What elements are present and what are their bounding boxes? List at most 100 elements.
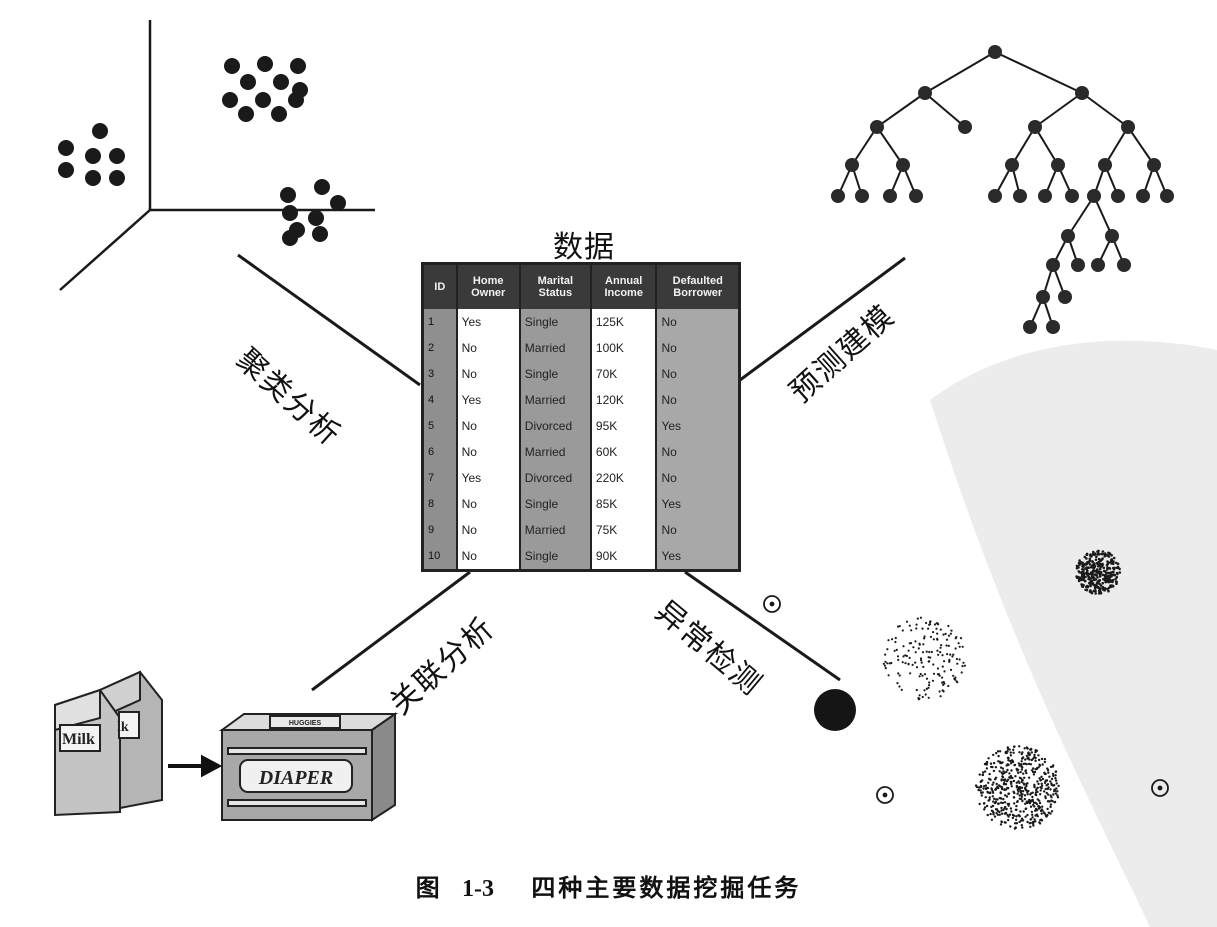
scatter-point xyxy=(1084,588,1087,592)
scatter-point xyxy=(1029,805,1033,808)
scatter-point xyxy=(1018,745,1021,748)
scatter-point xyxy=(981,771,985,774)
scatter-point xyxy=(1010,780,1013,784)
table-cell: No xyxy=(656,361,741,387)
table-cell: Yes xyxy=(656,491,741,517)
scatter-point xyxy=(1007,778,1010,781)
scatter-point xyxy=(1033,755,1036,759)
scatter-point xyxy=(1049,812,1052,815)
table-cell: No xyxy=(656,335,741,361)
scatter-point xyxy=(1041,777,1045,781)
scatter-point xyxy=(1043,771,1046,774)
scatter-point xyxy=(925,650,928,653)
table-cell: Yes xyxy=(456,465,521,491)
scatter-point xyxy=(921,674,924,677)
scatter-point xyxy=(1041,763,1044,766)
scatter-point xyxy=(911,663,914,667)
table-cell: 75K xyxy=(590,517,658,543)
scatter-point xyxy=(908,656,911,660)
scatter-point xyxy=(1052,774,1055,778)
scatter-point xyxy=(981,773,985,777)
scatter-point xyxy=(943,670,946,673)
scatter-point xyxy=(898,685,901,688)
scatter-point xyxy=(1115,580,1118,583)
cluster-point xyxy=(85,170,101,186)
tree-node xyxy=(918,86,932,100)
scatter-point xyxy=(1020,786,1024,789)
scatter-point xyxy=(995,751,998,755)
scatter-point xyxy=(986,790,989,794)
scatter-point xyxy=(1000,771,1003,774)
scatter-point xyxy=(1011,813,1015,817)
scatter-point xyxy=(1003,801,1007,804)
scatter-point xyxy=(1097,589,1101,592)
scatter-point xyxy=(1083,579,1087,583)
scatter-point xyxy=(909,642,913,645)
scatter-point xyxy=(1037,754,1040,757)
scatter-point xyxy=(961,665,964,668)
scatter-point xyxy=(1090,576,1094,580)
scatter-point xyxy=(987,757,990,760)
scatter-point xyxy=(958,658,961,661)
cluster-point xyxy=(271,106,287,122)
scatter-point xyxy=(1056,790,1059,793)
tree-node xyxy=(1013,189,1027,203)
scatter-point xyxy=(939,651,942,654)
scatter-point xyxy=(1003,782,1006,785)
header-cell: Annual Income xyxy=(590,263,658,309)
scatter-point xyxy=(1012,748,1015,751)
scatter-point xyxy=(1109,574,1112,578)
scatter-point xyxy=(1021,826,1024,829)
scatter-point xyxy=(1048,775,1051,778)
scatter-point xyxy=(1057,784,1060,788)
scatter-point xyxy=(1015,804,1018,808)
scatter-point xyxy=(907,649,910,652)
scatter-point xyxy=(962,661,965,664)
scatter-point xyxy=(928,660,931,663)
scatter-point xyxy=(954,676,957,679)
scatter-point xyxy=(1023,794,1027,797)
scatter-point xyxy=(1054,774,1057,777)
scatter-point xyxy=(1016,792,1019,795)
cluster-point xyxy=(280,187,296,203)
scatter-point xyxy=(1049,780,1052,783)
cluster-point xyxy=(58,162,74,178)
scatter-point xyxy=(954,647,957,650)
scatter-point xyxy=(1099,591,1103,595)
scatter-point xyxy=(902,645,905,648)
cluster-point xyxy=(240,74,256,90)
scatter-point xyxy=(949,668,953,672)
dense-cluster xyxy=(814,689,856,731)
scatter-point xyxy=(1009,776,1012,780)
milk-cartons xyxy=(54,670,163,817)
scatter-point xyxy=(921,627,924,630)
scatter-point xyxy=(1019,810,1022,813)
scatter-point xyxy=(1106,571,1109,575)
scatter-point xyxy=(882,662,885,665)
scatter-point xyxy=(921,651,925,654)
scatter-point xyxy=(992,797,996,800)
scatter-point xyxy=(1103,552,1107,555)
scatter-point xyxy=(1093,562,1096,565)
scatter-point xyxy=(997,754,1000,758)
scatter-point xyxy=(1005,807,1008,811)
scatter-point xyxy=(915,666,919,669)
scatter-point xyxy=(1004,811,1008,815)
scatter-point xyxy=(988,798,991,801)
tree-node xyxy=(845,158,859,172)
scatter-point xyxy=(1080,578,1083,582)
scatter-point xyxy=(1006,768,1009,772)
table-cell: 3 xyxy=(422,361,458,387)
scatter-point xyxy=(1034,820,1037,823)
scatter-point xyxy=(1046,813,1049,817)
scatter-point xyxy=(933,623,937,626)
scatter-point xyxy=(1009,762,1013,765)
scatter-point xyxy=(1106,554,1109,557)
cluster-point xyxy=(255,92,271,108)
scatter-point xyxy=(1003,771,1006,775)
scatter-point xyxy=(936,673,940,676)
scatter-point xyxy=(1084,575,1087,579)
scatter-point xyxy=(998,796,1002,800)
cluster-point xyxy=(257,56,273,72)
scatter-point xyxy=(1043,781,1047,785)
